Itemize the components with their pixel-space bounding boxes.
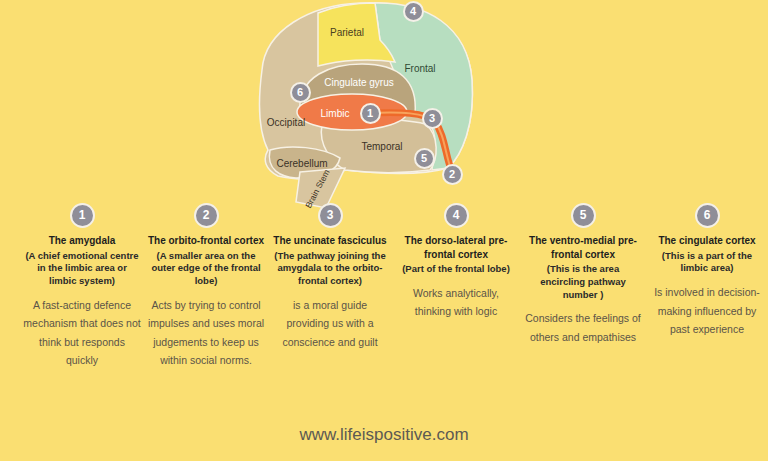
part-note: (A chief emotional centre in the limbic … <box>23 250 141 288</box>
callout-circle: 1 <box>70 203 95 228</box>
callout-circle: 2 <box>442 164 463 185</box>
callout-circle: 6 <box>290 82 311 103</box>
region-label: Cingulate gyrus <box>324 77 393 88</box>
part-note: (This is the area encircling pathway num… <box>524 263 642 301</box>
region-label: Frontal <box>404 63 435 74</box>
callout-number: 5 <box>580 209 587 221</box>
callout-circle: 4 <box>403 1 424 22</box>
part-description: Acts by trying to control impulses and u… <box>147 296 265 370</box>
part-column: The ventro-medial pre-frontal cortex(Thi… <box>524 234 642 346</box>
part-description: Is involved in decision-making influence… <box>648 283 766 338</box>
callout-number: 2 <box>449 169 455 180</box>
part-note: (Part of the frontal lobe) <box>397 263 515 276</box>
callout-circle: 3 <box>422 108 443 129</box>
callout-circle: 1 <box>360 103 381 124</box>
callout-circle: 4 <box>444 203 469 228</box>
part-heading: The ventro-medial pre-frontal cortex <box>524 234 642 261</box>
region-label: Limbic <box>321 108 350 119</box>
callout-number: 6 <box>297 87 303 98</box>
part-note: (A smaller area on the outer edge of the… <box>147 250 265 288</box>
callout-number: 5 <box>421 153 427 164</box>
brain-outline <box>260 3 473 180</box>
callout-number: 4 <box>410 6 416 17</box>
part-note: (This is a part of the limbic area) <box>648 250 766 276</box>
part-heading: The orbito-frontal cortex <box>147 234 265 248</box>
part-description: Works analytically, thinking with logic <box>397 284 515 321</box>
callout-number: 4 <box>453 209 460 221</box>
part-column: The dorso-lateral pre-frontal cortex (Par… <box>397 234 515 321</box>
part-description: is a moral guide providing us with a con… <box>271 296 389 351</box>
callout-number: 1 <box>79 209 86 221</box>
callout-number: 2 <box>203 209 210 221</box>
part-column: The amygdala (A chief emotional centre in… <box>23 234 141 369</box>
region-label: Temporal <box>361 141 402 152</box>
callout-circle: 3 <box>318 203 343 228</box>
callout-circle: 5 <box>571 203 596 228</box>
part-heading: The cingulate cortex <box>648 234 766 248</box>
part-description: Considers the feelings of others and emp… <box>524 309 642 346</box>
part-heading: The uncinate fasciculus <box>271 234 389 248</box>
callout-number: 3 <box>327 209 334 221</box>
part-column: The orbito-frontal cortex (A smaller area… <box>147 234 265 369</box>
part-heading: The amygdala <box>23 234 141 248</box>
region-label: Parietal <box>330 27 364 38</box>
callout-circle: 2 <box>194 203 219 228</box>
part-note: (The pathway joining the amygdala to the… <box>271 250 389 288</box>
region-label: Cerebellum <box>276 158 327 169</box>
part-description: A fast-acting defence mechanism that doe… <box>23 296 141 370</box>
part-column: The uncinate fasciculus (The pathway join… <box>271 234 389 351</box>
parietal-lobe <box>318 3 395 66</box>
part-heading: The dorso-lateral pre-frontal cortex <box>397 234 515 261</box>
callout-number: 3 <box>429 113 435 124</box>
callout-number: 6 <box>704 209 711 221</box>
region-label: Occipital <box>267 117 305 128</box>
part-column: The cingulate cortex (This is a part of t… <box>648 234 766 338</box>
callout-circle: 6 <box>695 203 720 228</box>
callout-circle: 5 <box>414 148 435 169</box>
watermark: www.lifeispositive.com <box>0 425 768 445</box>
callout-number: 1 <box>367 108 373 119</box>
